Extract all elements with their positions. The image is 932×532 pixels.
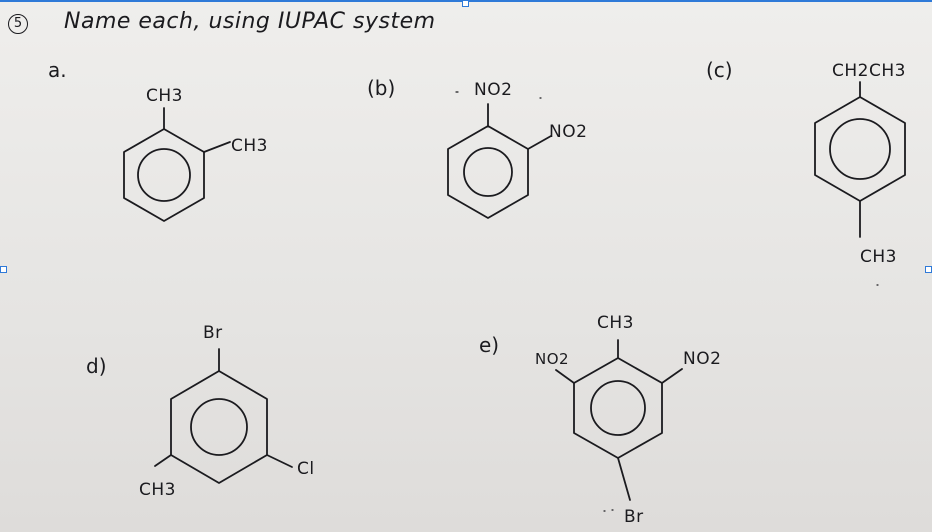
a-ch3-right: CH3 <box>231 136 268 156</box>
label-b: (b) <box>367 76 396 100</box>
e-ch3-top: CH3 <box>597 313 634 333</box>
pen-dots <box>455 91 879 512</box>
problem-number: 5 <box>8 14 28 34</box>
resize-handle-top[interactable] <box>462 0 469 7</box>
problem-title: Name each, using IUPAC system <box>64 9 436 34</box>
d-br-top: Br <box>203 323 223 343</box>
resize-handle-left[interactable] <box>0 266 7 273</box>
c-ethyl-top: CH2CH3 <box>832 61 906 81</box>
d-ch3-bottom-left: CH3 <box>139 480 176 500</box>
a-ch3-top: CH3 <box>146 86 183 106</box>
ring-c <box>814 81 906 238</box>
label-e: e) <box>479 333 500 357</box>
ring-d <box>154 348 293 484</box>
c-ch3-bottom: CH3 <box>860 247 897 267</box>
b-no2-top: NO2 <box>474 80 513 100</box>
ring-e <box>555 339 683 501</box>
label-c: (c) <box>706 58 733 82</box>
d-cl-right: Cl <box>297 459 315 479</box>
ring-a <box>123 107 231 222</box>
label-a: a. <box>48 58 67 82</box>
e-no2-left: NO2 <box>535 350 570 368</box>
e-no2-right: NO2 <box>683 349 722 369</box>
e-br-bottom: Br <box>624 507 644 527</box>
label-d: d) <box>86 354 107 378</box>
b-no2-right: NO2 <box>549 122 588 142</box>
ring-b <box>447 103 552 219</box>
